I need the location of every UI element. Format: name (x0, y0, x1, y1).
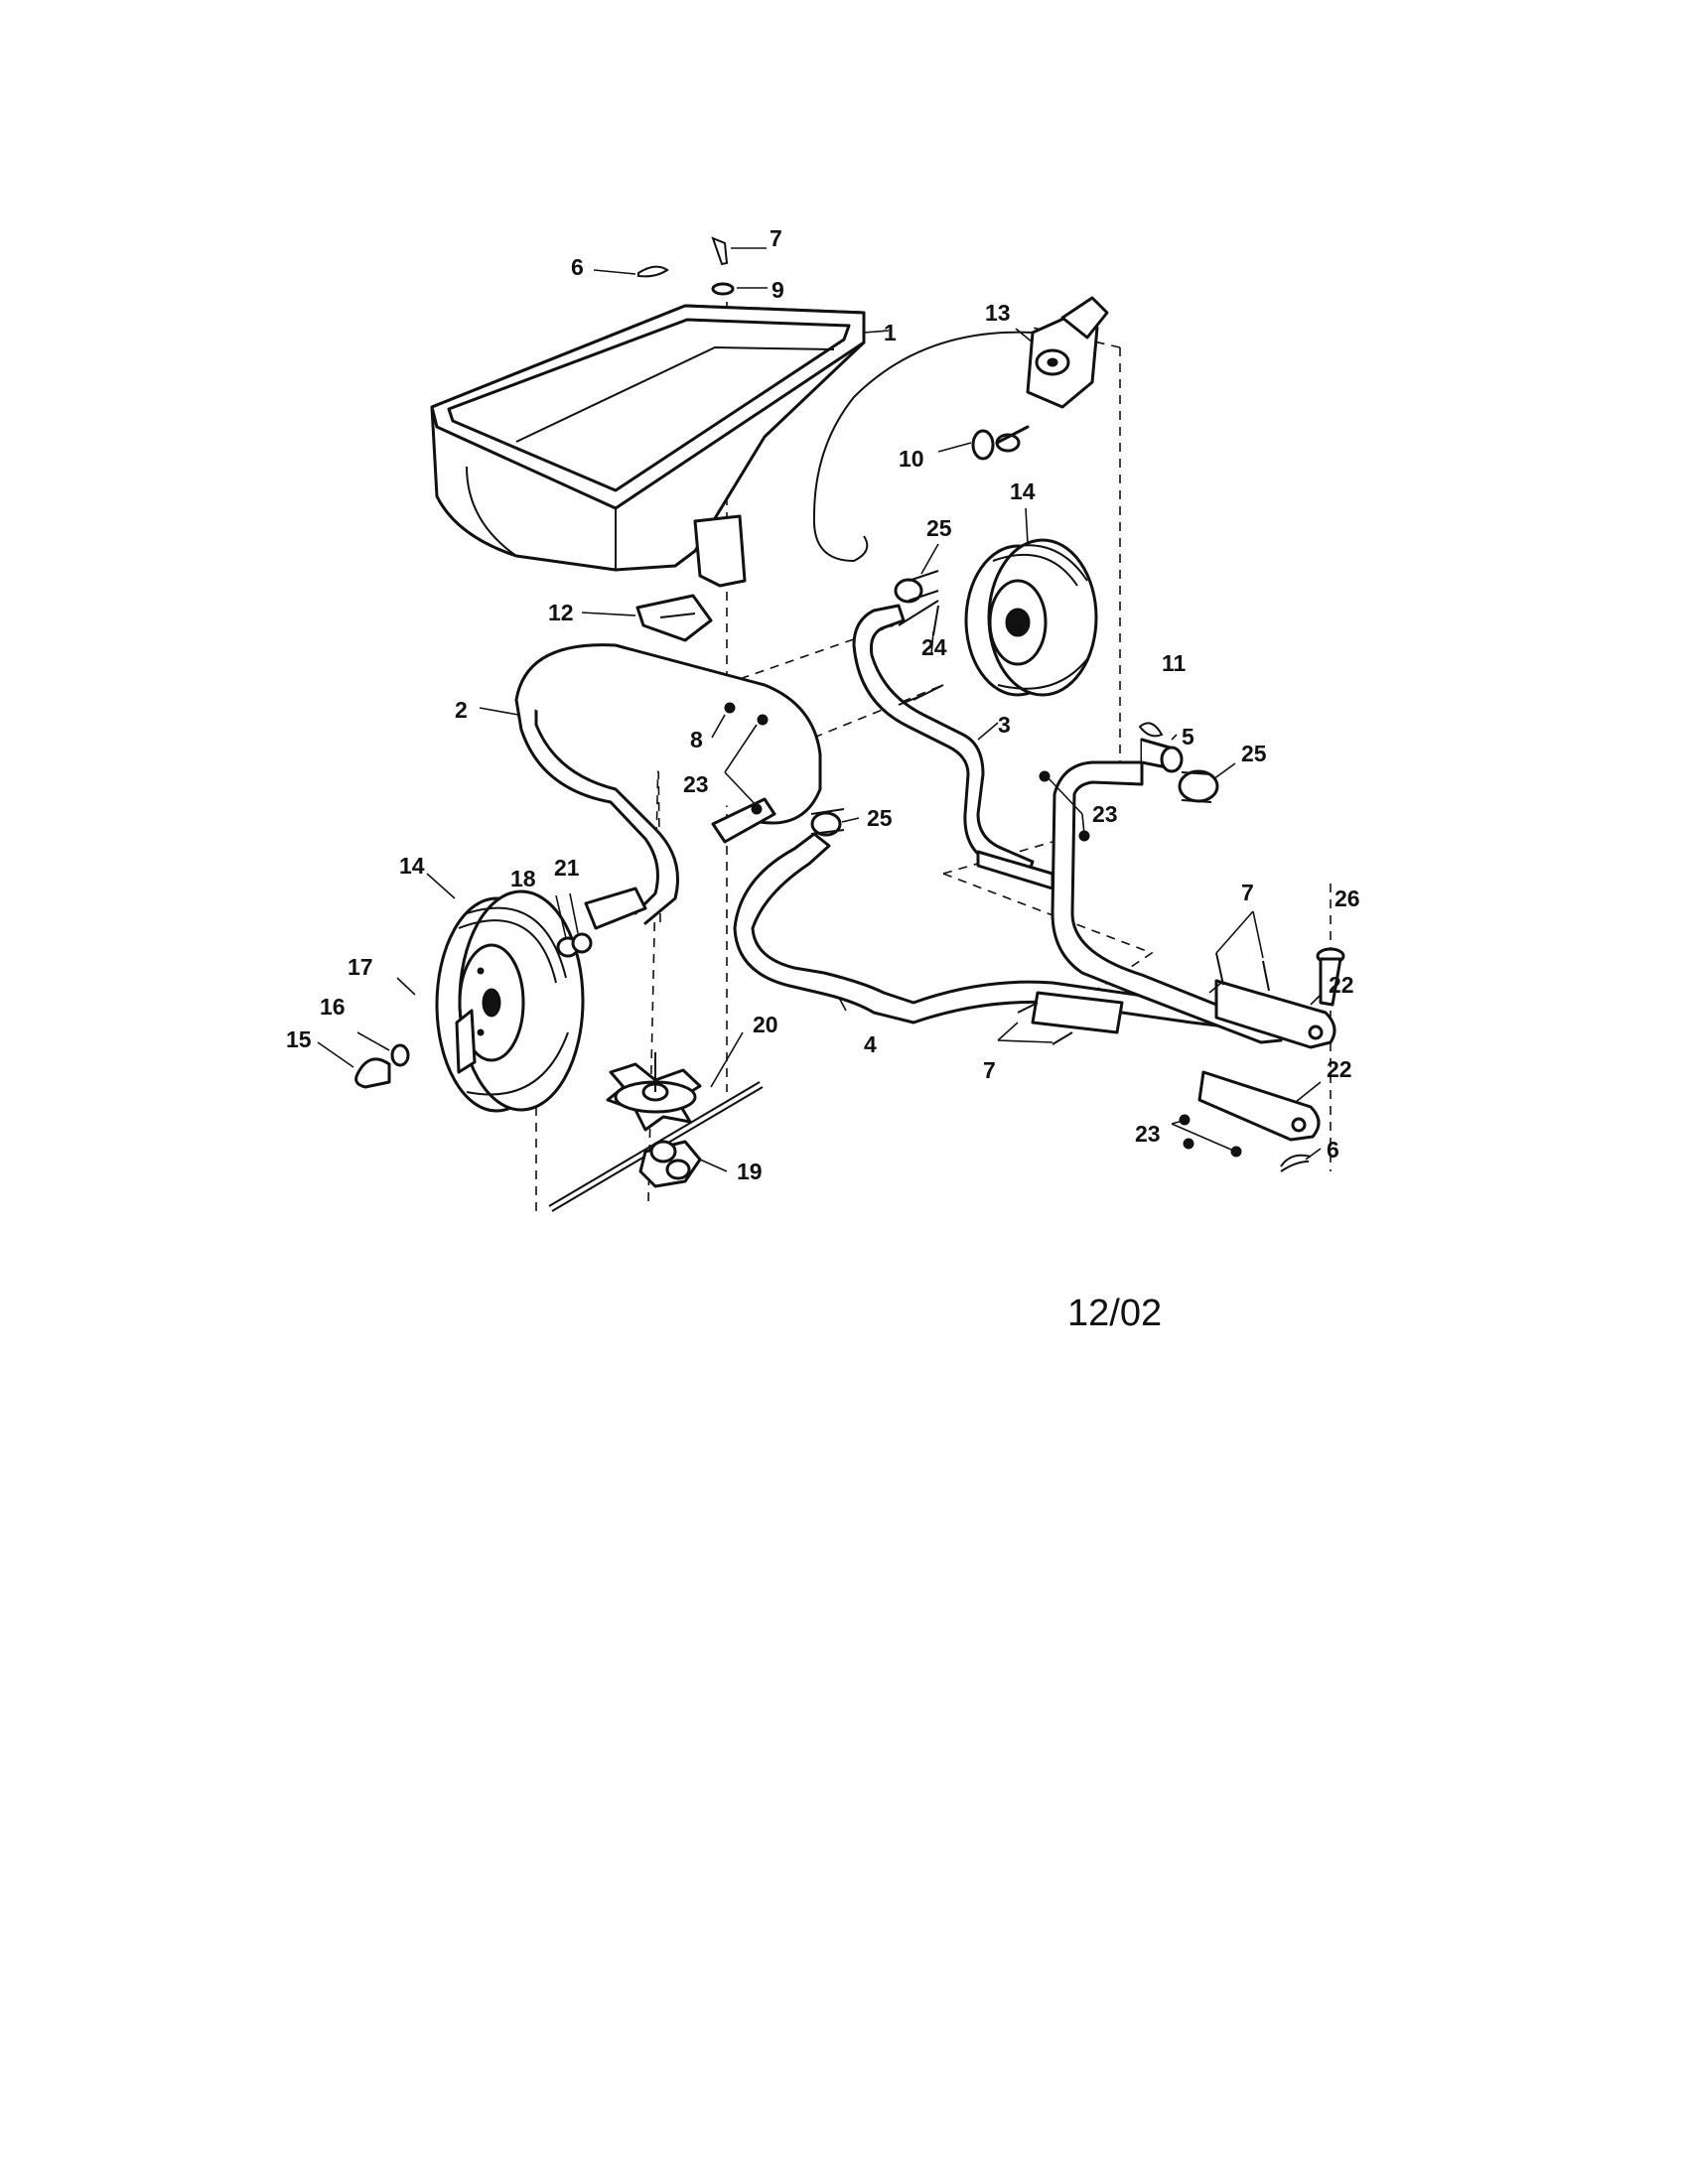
callout-22-top: 22 (1329, 972, 1354, 998)
callout-23-left: 23 (683, 771, 709, 797)
callout-22-bottom: 22 (1327, 1056, 1352, 1082)
callout-20: 20 (753, 1012, 778, 1037)
callout-13: 13 (985, 300, 1011, 326)
callout-6-bottom: 6 (1327, 1137, 1339, 1162)
callout-16: 16 (320, 994, 346, 1020)
callout-17: 17 (348, 954, 373, 980)
callout-7-top: 7 (770, 225, 782, 251)
callout-12: 12 (548, 600, 574, 625)
control-lever (1026, 296, 1109, 409)
callout-18: 18 (510, 866, 536, 891)
callout-8: 8 (690, 727, 703, 752)
callout-10: 10 (899, 446, 924, 472)
hardware (354, 236, 1312, 1172)
callout-23-bottom: 23 (1135, 1121, 1161, 1147)
callout-25-top: 25 (926, 515, 952, 541)
callout-5: 5 (1182, 724, 1194, 750)
callout-11: 11 (1162, 650, 1187, 676)
hopper (430, 304, 866, 588)
gearbox-axle (548, 1081, 764, 1212)
front-frame (514, 643, 822, 930)
callout-3: 3 (998, 712, 1011, 738)
callout-14-right: 14 (1010, 478, 1036, 504)
callout-23-middle: 23 (1092, 801, 1118, 827)
callout-9: 9 (772, 277, 784, 303)
hitch-pin (1316, 947, 1345, 1007)
callout-2: 2 (455, 697, 468, 723)
callout-21: 21 (554, 855, 580, 881)
impeller (606, 1052, 702, 1132)
control-cable (812, 331, 1034, 563)
callout-7-bottom: 7 (983, 1057, 996, 1083)
wheel-right (964, 538, 1098, 697)
callout-labels: 1 2 3 4 5 6 6 7 7 7 8 9 10 11 12 13 14 1… (286, 225, 1360, 1184)
callout-19: 19 (737, 1159, 763, 1184)
callout-15: 15 (286, 1026, 312, 1052)
callout-7-right: 7 (1241, 880, 1254, 905)
revision-date: 12/02 (1067, 1293, 1163, 1334)
callout-1: 1 (884, 320, 897, 345)
hitch-bracket (1197, 979, 1336, 1142)
callout-6-top: 6 (571, 254, 584, 280)
callout-25-middle: 25 (867, 805, 893, 831)
leader-lines (317, 247, 1322, 1172)
callout-26: 26 (1334, 886, 1360, 911)
rear-frame (852, 604, 1054, 890)
callout-4: 4 (864, 1031, 877, 1057)
callout-24: 24 (921, 634, 947, 660)
callout-25-right: 25 (1241, 741, 1267, 766)
callout-14-left: 14 (399, 853, 425, 879)
shutter-plate (635, 594, 713, 642)
wheel-left (435, 889, 585, 1113)
